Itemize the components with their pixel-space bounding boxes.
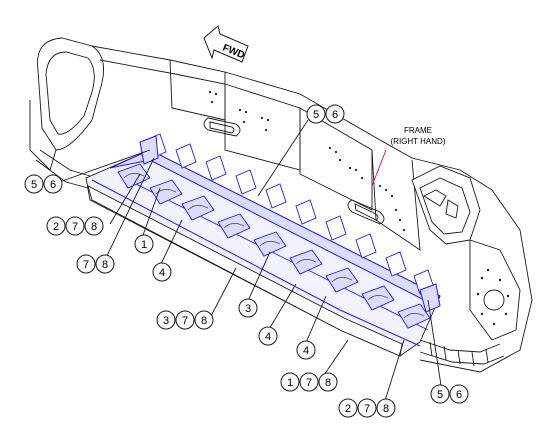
frame-structure (29, 37, 533, 373)
callout-circle (194, 310, 214, 330)
callout-number: 8 (102, 259, 108, 271)
callout-circle (43, 174, 63, 194)
callout-number: 8 (91, 221, 97, 233)
callout-1: 1 (134, 234, 154, 254)
callout-number: 4 (265, 331, 271, 343)
callout-2-7-8: 2 7 8 (46, 216, 104, 236)
callout-number: 7 (83, 259, 89, 271)
callout-circle (376, 398, 396, 418)
callout-number: 3 (163, 315, 169, 327)
leader-lines (61, 119, 443, 405)
callout-number: 5 (437, 389, 443, 401)
callout-number: 7 (182, 315, 188, 327)
callout-circle (76, 254, 96, 274)
frame-label-line1: FRAME (404, 126, 432, 135)
callout-number: 6 (50, 179, 56, 191)
forward-arrow: FWD (203, 25, 249, 63)
callout-4: 4 (152, 262, 172, 282)
callout-circle (299, 372, 319, 392)
callout-circle (280, 372, 300, 392)
callout-circle (430, 384, 450, 404)
callout-number: 7 (364, 403, 370, 415)
callout-circle (84, 216, 104, 236)
callout-number: 6 (456, 389, 462, 401)
callout-circle (325, 104, 345, 124)
track-rail-assembly (85, 133, 441, 357)
callout-circle (296, 340, 316, 360)
callout-number: 4 (303, 345, 309, 357)
callout-circle (65, 216, 85, 236)
callout-number: 8 (383, 403, 389, 415)
callout-circle (238, 298, 258, 318)
callout-circle (24, 174, 44, 194)
callout-number: 8 (325, 377, 331, 389)
callout-number: 5 (313, 109, 319, 121)
frame-leader-line (371, 149, 387, 187)
callout-circle (175, 310, 195, 330)
callout-number: 1 (287, 377, 293, 389)
callout-circle (152, 262, 172, 282)
callout-number: 8 (201, 315, 207, 327)
callout-circle (338, 398, 358, 418)
callout-number: 2 (53, 221, 59, 233)
callout-number: 3 (245, 303, 251, 315)
callout-number: 5 (31, 179, 37, 191)
callout-1-7-8: 1 7 8 (280, 372, 338, 392)
callout-circle (46, 216, 66, 236)
callout-4: 4 (296, 340, 316, 360)
callout-circle (318, 372, 338, 392)
callout-circle (134, 234, 154, 254)
frame-label: FRAME (RIGHT HAND) (371, 126, 446, 187)
callout-number: 6 (332, 109, 338, 121)
callout-circle (156, 310, 176, 330)
callout-number: 7 (306, 377, 312, 389)
callout-circle (357, 398, 377, 418)
callout-4: 4 (258, 326, 278, 346)
callout-2-7-8: 2 7 8 (338, 398, 396, 418)
callout-number: 2 (345, 403, 351, 415)
callout-circle (95, 254, 115, 274)
callout-number: 1 (141, 239, 147, 251)
callout-number: 4 (159, 267, 165, 279)
callout-3-7-8: 3 7 8 (156, 310, 214, 330)
callout-number: 7 (72, 221, 78, 233)
callout-circle (306, 104, 326, 124)
frame-label-line2: (RIGHT HAND) (391, 137, 446, 146)
callout-3: 3 (238, 298, 258, 318)
callout-circle (258, 326, 278, 346)
callout-circle (449, 384, 469, 404)
